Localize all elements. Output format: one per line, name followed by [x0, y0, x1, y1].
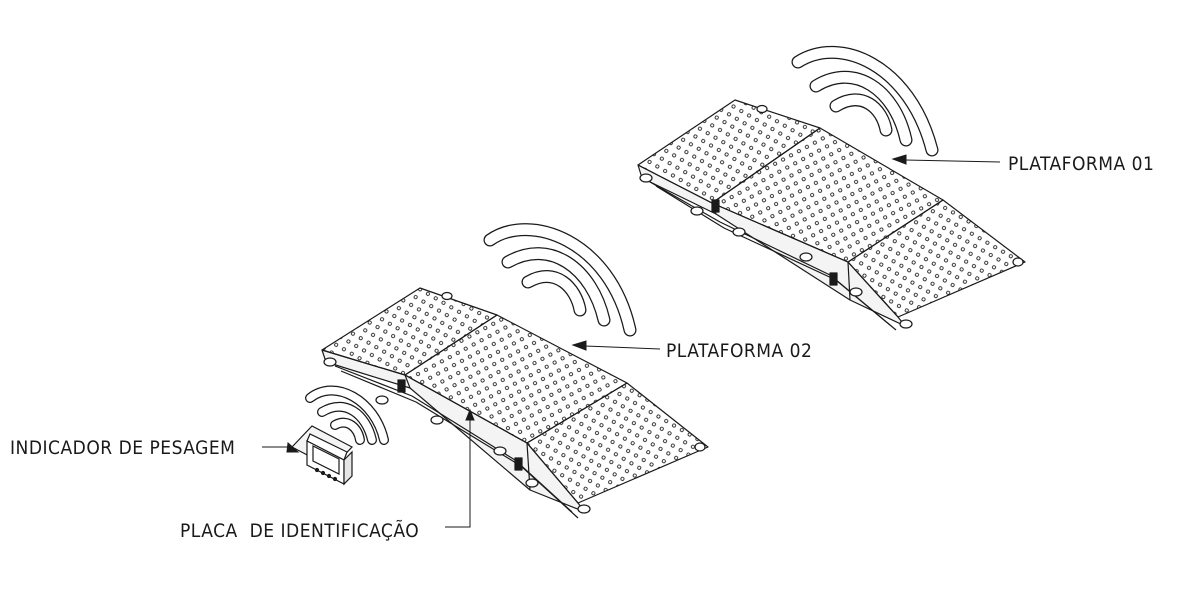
platform-02: [321, 287, 709, 519]
label-plataforma-01: PLATAFORMA 01: [1008, 153, 1155, 175]
leader-lines: [262, 154, 1001, 528]
platform-01: [637, 99, 1026, 331]
wifi-signal-icon: [305, 385, 389, 445]
wifi-signal-icon: [483, 223, 637, 337]
weighing-indicator-icon: [291, 425, 353, 486]
wifi-signal-icon: [791, 46, 939, 157]
label-plataforma-02: PLATAFORMA 02: [666, 340, 813, 362]
label-indicador-de-pesagem: INDICADOR DE PESAGEM: [10, 437, 236, 459]
label-placa-de-identificacao: PLACA DE IDENTIFICAÇÃO: [180, 520, 420, 542]
